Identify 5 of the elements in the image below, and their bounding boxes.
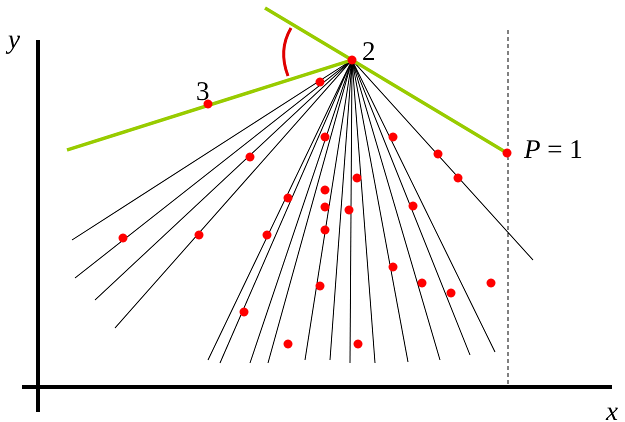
point-label: 2 (362, 38, 376, 65)
axis-label: y (8, 26, 20, 53)
point-label: P = 1 (524, 136, 583, 163)
axis-label: x (606, 398, 618, 422)
point-label: 3 (196, 78, 210, 105)
